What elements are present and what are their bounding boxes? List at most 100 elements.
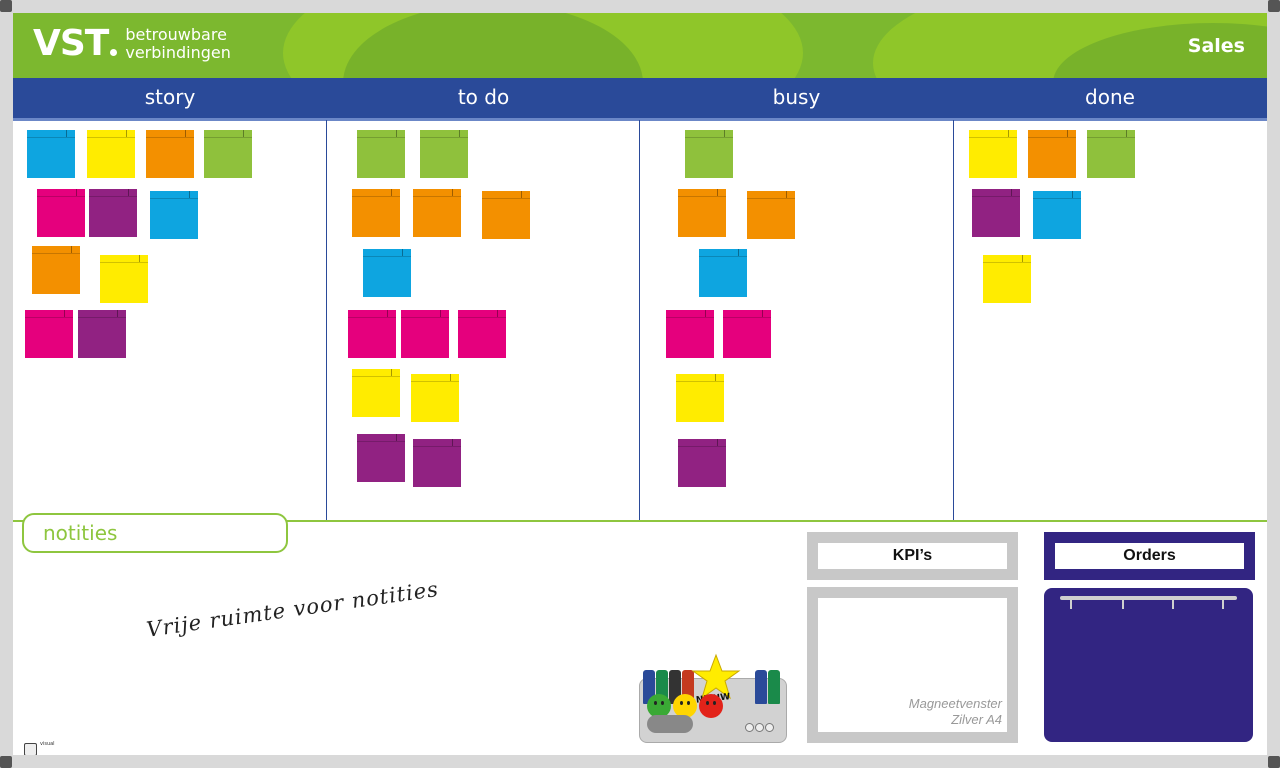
note-fold-line — [150, 198, 198, 199]
note-tab — [459, 130, 460, 137]
note-tab — [762, 310, 763, 317]
note-tab — [1022, 255, 1023, 262]
note-fold-line — [676, 381, 724, 382]
note-tab — [450, 374, 451, 381]
star-badge-icon — [691, 653, 741, 700]
note-fold-line — [413, 196, 461, 197]
sticky-note[interactable] — [413, 189, 461, 237]
sticky-note[interactable] — [348, 310, 396, 358]
smiley-green-icon[interactable] — [647, 694, 671, 718]
sticky-note[interactable] — [352, 189, 400, 237]
sticky-note[interactable] — [420, 130, 468, 178]
sticky-note[interactable] — [458, 310, 506, 358]
marker-blue[interactable] — [755, 670, 767, 704]
free-space-handwriting: Vrije ruimte voor notities — [145, 576, 441, 642]
smiley-red-icon[interactable] — [699, 694, 723, 718]
note-fold-line — [25, 317, 73, 318]
sticky-note[interactable] — [363, 249, 411, 297]
tray-dot — [745, 723, 754, 732]
sticky-note[interactable] — [676, 374, 724, 422]
kpi-header: KPI’s — [807, 532, 1018, 580]
sticky-note[interactable] — [78, 310, 126, 358]
sticky-note[interactable] — [723, 310, 771, 358]
note-fold-line — [357, 137, 405, 138]
note-fold-line — [1028, 137, 1076, 138]
footer-brand: visual workplace — [24, 730, 66, 755]
note-tab — [391, 369, 392, 376]
column-header-busy: busy — [772, 85, 821, 109]
sticky-note[interactable] — [357, 434, 405, 482]
sticky-note[interactable] — [401, 310, 449, 358]
sticky-note[interactable] — [1033, 191, 1081, 239]
sticky-note[interactable] — [747, 191, 795, 239]
note-fold-line — [352, 376, 400, 377]
sticky-note[interactable] — [699, 249, 747, 297]
note-fold-line — [100, 262, 148, 263]
sticky-note[interactable] — [32, 246, 80, 294]
note-fold-line — [723, 317, 771, 318]
note-tab — [497, 310, 498, 317]
note-tab — [521, 191, 522, 198]
board-title: Sales — [1187, 35, 1245, 57]
note-tab — [452, 439, 453, 446]
marker-tray[interactable]: NIEUW — [639, 653, 787, 743]
marker-green[interactable] — [768, 670, 780, 704]
sticky-note[interactable] — [482, 191, 530, 239]
note-tab — [126, 130, 127, 137]
note-tab — [139, 255, 140, 262]
frame-corner — [0, 756, 12, 768]
logo-dot — [110, 49, 118, 56]
sticky-note[interactable] — [972, 189, 1020, 237]
sticky-note[interactable] — [37, 189, 85, 237]
board-header: VST betrouwbare verbindingen Sales — [13, 13, 1267, 78]
note-fold-line — [1033, 198, 1081, 199]
sticky-note[interactable] — [1028, 130, 1076, 178]
note-tab — [1126, 130, 1127, 137]
note-tab — [189, 191, 190, 198]
sticky-note[interactable] — [27, 130, 75, 178]
note-fold-line — [420, 137, 468, 138]
column-divider — [326, 120, 327, 521]
sticky-note[interactable] — [100, 255, 148, 303]
sticky-note[interactable] — [411, 374, 459, 422]
kpi-magnet-window[interactable]: Magneetvenster Zilver A4 — [807, 587, 1018, 743]
sticky-note[interactable] — [413, 439, 461, 487]
column-divider — [953, 120, 954, 521]
orders-panel[interactable] — [1044, 588, 1253, 742]
sticky-note[interactable] — [352, 369, 400, 417]
eraser[interactable] — [647, 715, 693, 733]
sticky-note[interactable] — [87, 130, 135, 178]
smiley-yellow-icon[interactable] — [673, 694, 697, 718]
note-fold-line — [357, 441, 405, 442]
sticky-note[interactable] — [983, 255, 1031, 303]
note-tab — [391, 189, 392, 196]
sticky-note[interactable] — [666, 310, 714, 358]
note-tab — [185, 130, 186, 137]
sticky-note[interactable] — [1087, 130, 1135, 178]
note-tab — [76, 189, 77, 196]
sticky-note[interactable] — [685, 130, 733, 178]
sticky-note[interactable] — [146, 130, 194, 178]
sticky-note[interactable] — [25, 310, 73, 358]
note-fold-line — [411, 381, 459, 382]
note-tab — [705, 310, 706, 317]
sticky-note[interactable] — [204, 130, 252, 178]
kpi-caption-line2: Zilver A4 — [951, 712, 1002, 727]
kpi-title: KPI’s — [818, 543, 1007, 569]
sticky-note[interactable] — [678, 189, 726, 237]
note-tab — [396, 434, 397, 441]
logo-tagline-line1: betrouwbare — [125, 24, 227, 44]
sticky-note[interactable] — [678, 439, 726, 487]
brand-icon — [24, 742, 37, 755]
sticky-note[interactable] — [357, 130, 405, 178]
sticky-note[interactable] — [969, 130, 1017, 178]
frame-corner — [0, 0, 12, 12]
note-fold-line — [363, 256, 411, 257]
orders-header: Orders — [1044, 532, 1255, 580]
sticky-note[interactable] — [150, 191, 198, 239]
note-fold-line — [413, 446, 461, 447]
note-fold-line — [969, 137, 1017, 138]
sticky-note[interactable] — [89, 189, 137, 237]
note-tab — [71, 246, 72, 253]
note-tab — [440, 310, 441, 317]
